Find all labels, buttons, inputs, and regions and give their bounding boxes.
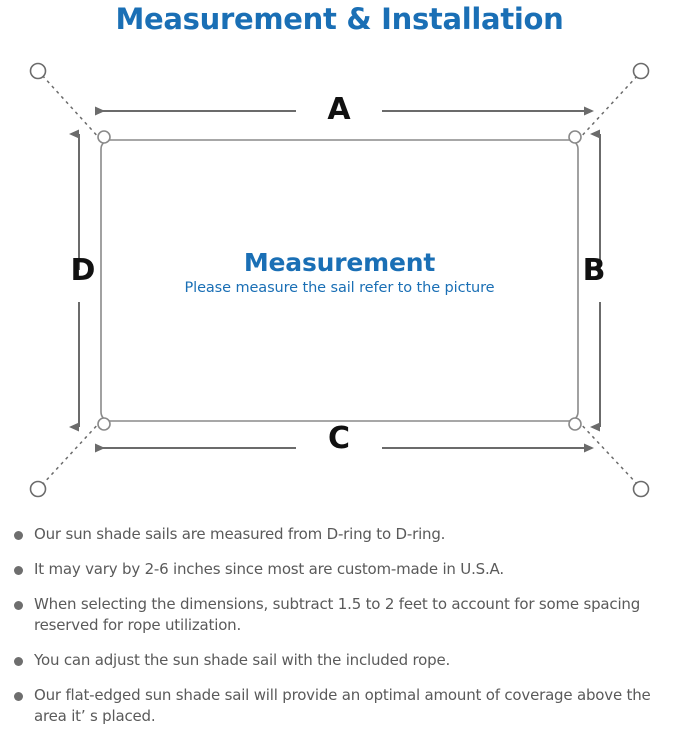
anchor-point-top-left (29, 62, 47, 80)
dimension-label-d: D (70, 253, 96, 288)
note-text: Our sun shade sails are measured from D-… (34, 525, 446, 543)
bullet-icon (14, 601, 23, 610)
dimension-label-b: B (582, 253, 606, 288)
list-item: When selecting the dimensions, subtract … (0, 594, 679, 636)
note-text: Our flat-edged sun shade sail will provi… (34, 686, 651, 725)
sail-subheading: Please measure the sail refer to the pic… (184, 280, 495, 296)
list-item: Our flat-edged sun shade sail will provi… (0, 685, 679, 727)
bullet-icon (14, 657, 23, 666)
bullet-icon (14, 531, 23, 540)
note-text: You can adjust the sun shade sail with t… (34, 651, 451, 669)
anchor-point-bottom-right (632, 480, 650, 498)
notes-list: Our sun shade sails are measured from D-… (0, 524, 679, 741)
d-ring-bottom-left (97, 417, 111, 431)
rope-top-right (577, 73, 640, 141)
sail-diagram-svg (29, 62, 650, 498)
rope-bottom-left (40, 420, 102, 487)
measurement-diagram: Measurement Please measure the sail refe… (0, 48, 679, 513)
note-text: When selecting the dimensions, subtract … (34, 595, 641, 634)
list-item: It may vary by 2-6 inches since most are… (0, 559, 679, 580)
anchor-point-top-right (632, 62, 650, 80)
d-ring-top-right (568, 130, 582, 144)
bullet-icon (14, 566, 23, 575)
dimension-label-c: C (327, 421, 351, 456)
anchor-point-bottom-left (29, 480, 47, 498)
dimension-label-a: A (327, 92, 351, 127)
note-text: It may vary by 2-6 inches since most are… (34, 560, 504, 578)
sail-heading: Measurement (243, 248, 436, 277)
bullet-icon (14, 692, 23, 701)
d-ring-bottom-right (568, 417, 582, 431)
rope-top-left (40, 73, 102, 141)
d-ring-top-left (97, 130, 111, 144)
sail-body (100, 139, 579, 422)
rope-bottom-right (577, 420, 640, 487)
list-item: You can adjust the sun shade sail with t… (0, 650, 679, 671)
page-title: Measurement & Installation (115, 2, 564, 36)
list-item: Our sun shade sails are measured from D-… (0, 524, 679, 545)
